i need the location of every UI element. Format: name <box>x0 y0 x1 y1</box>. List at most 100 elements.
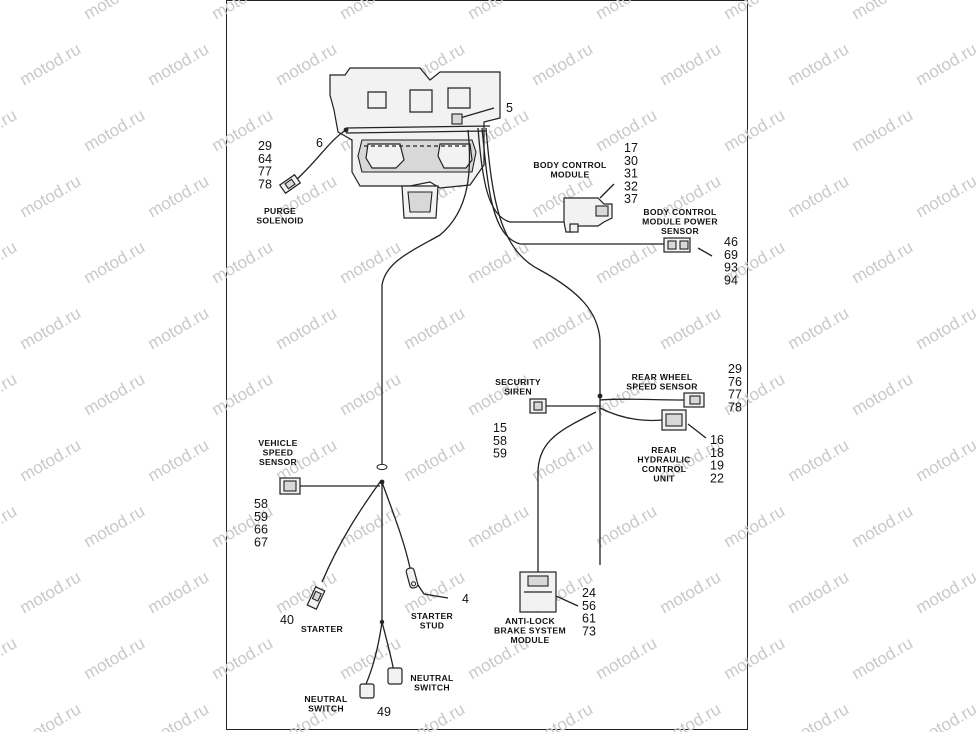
label-rear-hydraulic-control-unit: REAR <box>651 445 677 455</box>
ref-bcm: 17 <box>624 141 638 155</box>
leader-bcm-power <box>697 247 713 257</box>
ref-bcm-power: 94 <box>724 273 738 287</box>
watermark-text: motod.ru <box>785 567 853 617</box>
ref-rear-hcu: 19 <box>710 459 724 473</box>
watermark-text: motod.ru <box>465 0 533 23</box>
watermark-text: motod.ru <box>913 171 976 221</box>
watermark-text: motod.ru <box>849 237 917 287</box>
watermark-text: motod.ru <box>337 237 405 287</box>
watermark-text: motod.ru <box>657 567 725 617</box>
label-vehicle-speed-sensor: VEHICLE <box>258 438 297 448</box>
watermark-text: motod.ru <box>657 303 725 353</box>
watermark-text: motod.ru <box>913 567 976 617</box>
watermark-text: motod.ru <box>145 171 213 221</box>
watermark-text: motod.ru <box>849 633 917 683</box>
ref-starter: 40 <box>280 613 294 627</box>
neutral-switch-left <box>359 683 375 699</box>
label-security-siren: SECURITY <box>495 377 541 387</box>
watermark-text: motod.ru <box>401 699 469 732</box>
watermark-text: motod.ru <box>721 501 789 551</box>
watermark-text: motod.ru <box>721 633 789 683</box>
label-abs-module: MODULE <box>510 635 549 645</box>
watermark-text: motod.ru <box>0 633 20 683</box>
watermark-text: motod.ru <box>209 369 277 419</box>
watermark-text: motod.ru <box>785 171 853 221</box>
watermark-text: motod.ru <box>913 699 976 732</box>
label-bcm-power-sensor: BODY CONTROL <box>643 207 716 217</box>
ref-vss: 58 <box>254 497 268 511</box>
watermark-text: motod.ru <box>17 171 85 221</box>
watermark-text: motod.ru <box>337 369 405 419</box>
watermark-text: motod.ru <box>17 39 85 89</box>
watermark-text: motod.ru <box>81 0 149 23</box>
watermark-text: motod.ru <box>0 0 20 23</box>
ref-bcm-power: 93 <box>724 261 738 275</box>
watermark-text: motod.ru <box>721 105 789 155</box>
ref-bcm: 30 <box>624 154 638 168</box>
watermark-text: motod.ru <box>209 237 277 287</box>
ref-rear-hcu: 18 <box>710 446 724 460</box>
wire-abs <box>537 411 597 572</box>
junction-nodes <box>343 113 603 625</box>
watermark-text: motod.ru <box>849 105 917 155</box>
watermark-text: motod.ru <box>721 0 789 23</box>
vehicle-speed-sensor-connector <box>279 477 301 495</box>
leader-bcm <box>599 183 615 199</box>
abs-module <box>519 571 557 613</box>
watermark-text: motod.ru <box>785 699 853 732</box>
ref-neutral: 49 <box>377 705 391 719</box>
ref-security: 58 <box>493 434 507 448</box>
watermark-text: motod.ru <box>17 567 85 617</box>
watermark-text: motod.ru <box>0 105 20 155</box>
label-abs-module: BRAKE SYSTEM <box>494 626 566 636</box>
frame-mount-assembly <box>329 67 501 219</box>
starter-stud-terminal <box>405 567 419 589</box>
watermark-text: motod.ru <box>145 303 213 353</box>
ref-security: 59 <box>493 447 507 461</box>
ref-purge: 64 <box>258 152 272 166</box>
watermark-text: motod.ru <box>0 237 20 287</box>
label-rear-hydraulic-control-unit: HYDRAULIC <box>637 455 690 465</box>
ref-bcm-power: 46 <box>724 235 738 249</box>
leader-starter-stud <box>415 581 449 599</box>
watermark-text: motod.ru <box>337 0 405 23</box>
watermark-text: motod.ru <box>401 303 469 353</box>
wire-starter-stud <box>381 481 411 569</box>
ref-bcm-power: 69 <box>724 248 738 262</box>
watermark-text: motod.ru <box>529 303 597 353</box>
purge-solenoid-connector <box>278 173 302 195</box>
watermark-text: motod.ru <box>913 39 976 89</box>
label-neutral-switch-left: NEUTRAL <box>304 694 347 704</box>
watermark-text: motod.ru <box>465 501 533 551</box>
watermark-text: motod.ru <box>785 39 853 89</box>
label-starter-stud: STUD <box>420 621 445 631</box>
rear-hcu-connector <box>661 409 687 431</box>
ref-rear-wheel: 76 <box>728 375 742 389</box>
wire-starter <box>321 481 381 583</box>
leader-abs <box>555 595 579 607</box>
label-security-siren: SIREN <box>504 387 532 397</box>
label-purge-solenoid: SOLENOID <box>256 216 303 226</box>
label-rear-wheel-speed-sensor: REAR WHEEL <box>632 372 693 382</box>
ref-rear-hcu: 22 <box>710 471 724 485</box>
watermark-text: motod.ru <box>81 369 149 419</box>
label-rear-hydraulic-control-unit: CONTROL <box>642 464 687 474</box>
ref-item-5: 5 <box>506 101 513 115</box>
watermark-text: motod.ru <box>593 501 661 551</box>
watermark-text: motod.ru <box>529 699 597 732</box>
watermark-text: motod.ru <box>81 501 149 551</box>
label-vehicle-speed-sensor: SPEED <box>263 448 294 458</box>
watermark-text: motod.ru <box>17 303 85 353</box>
label-starter: STARTER <box>301 624 344 634</box>
ref-rear-wheel: 29 <box>728 362 742 376</box>
watermark-text: motod.ru <box>913 303 976 353</box>
watermark-text: motod.ru <box>849 501 917 551</box>
wire-purge <box>295 129 347 181</box>
label-abs-module: ANTI-LOCK <box>505 616 555 626</box>
watermark-text: motod.ru <box>337 501 405 551</box>
label-vehicle-speed-sensor: SENSOR <box>259 457 298 467</box>
ref-abs: 56 <box>582 599 596 613</box>
watermark-text: motod.ru <box>0 501 20 551</box>
